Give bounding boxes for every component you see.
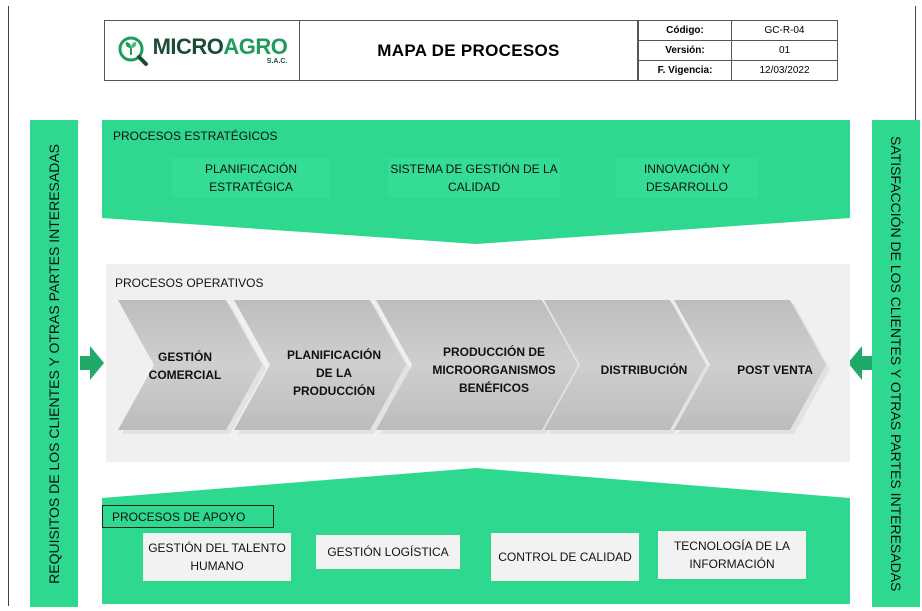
meta-key: F. Vigencia: xyxy=(638,60,732,81)
inputs-bar: REQUISITOS DE LOS CLIENTES Y OTRAS PARTE… xyxy=(30,120,78,607)
company-logo: MICROAGRO S.A.C. xyxy=(104,20,300,81)
operative-chevrons xyxy=(118,300,830,434)
chevron-planificacion xyxy=(234,300,410,434)
strategic-item: SISTEMA DE GESTIÓN DE LA CALIDAD xyxy=(388,158,560,198)
support-label-box xyxy=(102,505,274,528)
outputs-label: SATISFACCIÓN DE LOS CLIENTES Y OTRAS PAR… xyxy=(888,135,904,592)
operative-item: DISTRIBUCIÓN xyxy=(600,363,688,377)
support-label: PROCESOS DE APOYO xyxy=(112,510,246,524)
strategic-item: PLANIFICACIÓN ESTRATÉGICA xyxy=(172,158,330,198)
meta-row-validity: F. Vigencia:12/03/2022 xyxy=(638,60,838,81)
document-title: MAPA DE PROCESOS xyxy=(300,20,638,81)
meta-key: Código: xyxy=(638,20,732,41)
operative-item: PLANIFICACIÓN DE LA PRODUCCIÓN xyxy=(287,348,381,398)
meta-row-version: Versión:01 xyxy=(638,40,838,61)
meta-key: Versión: xyxy=(638,40,732,61)
meta-value: GC-R-04 xyxy=(731,20,838,41)
support-item: GESTIÓN DEL TALENTO HUMANO xyxy=(143,533,291,581)
support-item: GESTIÓN LOGÍSTICA xyxy=(316,535,460,569)
chevron-gestion-comercial xyxy=(118,300,266,434)
chevron-post-venta xyxy=(674,300,830,434)
strategic-label: PROCESOS ESTRATÉGICOS xyxy=(113,129,278,143)
outputs-bar: SATISFACCIÓN DE LOS CLIENTES Y OTRAS PAR… xyxy=(872,120,920,607)
strategic-item: INNOVACIÓN Y DESARROLLO xyxy=(616,158,758,198)
operative-item: POST VENTA xyxy=(737,363,813,377)
support-item: TECNOLOGÍA DE LA INFORMACIÓN xyxy=(658,531,806,579)
operative-item: PRODUCCIÓN DE MICROORGANISMOS BENÉFICOS xyxy=(432,345,556,395)
logo-legal-suffix: S.A.C. xyxy=(266,58,288,65)
support-item: CONTROL DE CALIDAD xyxy=(491,533,639,581)
meta-row-code: Código:GC-R-04 xyxy=(638,20,838,41)
arrow-right-icon xyxy=(80,346,104,380)
document-meta-table: Código:GC-R-04 Versión:01 F. Vigencia:12… xyxy=(638,20,838,81)
inputs-label: REQUISITOS DE LOS CLIENTES Y OTRAS PARTE… xyxy=(46,143,62,584)
operative-label: PROCESOS OPERATIVOS xyxy=(115,276,264,290)
operative-item: GESTIÓN COMERCIAL xyxy=(148,350,222,382)
seedling-magnifier-icon xyxy=(118,36,148,66)
chevron-distribucion xyxy=(544,300,710,434)
arrow-left-icon xyxy=(848,346,872,380)
logo-brand-prefix: MICRO xyxy=(152,34,224,59)
meta-value: 12/03/2022 xyxy=(731,60,838,81)
meta-value: 01 xyxy=(731,40,838,61)
chevron-produccion xyxy=(376,300,582,434)
logo-wordmark: MICROAGRO S.A.C. xyxy=(152,34,288,66)
logo-brand-suffix: AGRO xyxy=(223,34,288,59)
